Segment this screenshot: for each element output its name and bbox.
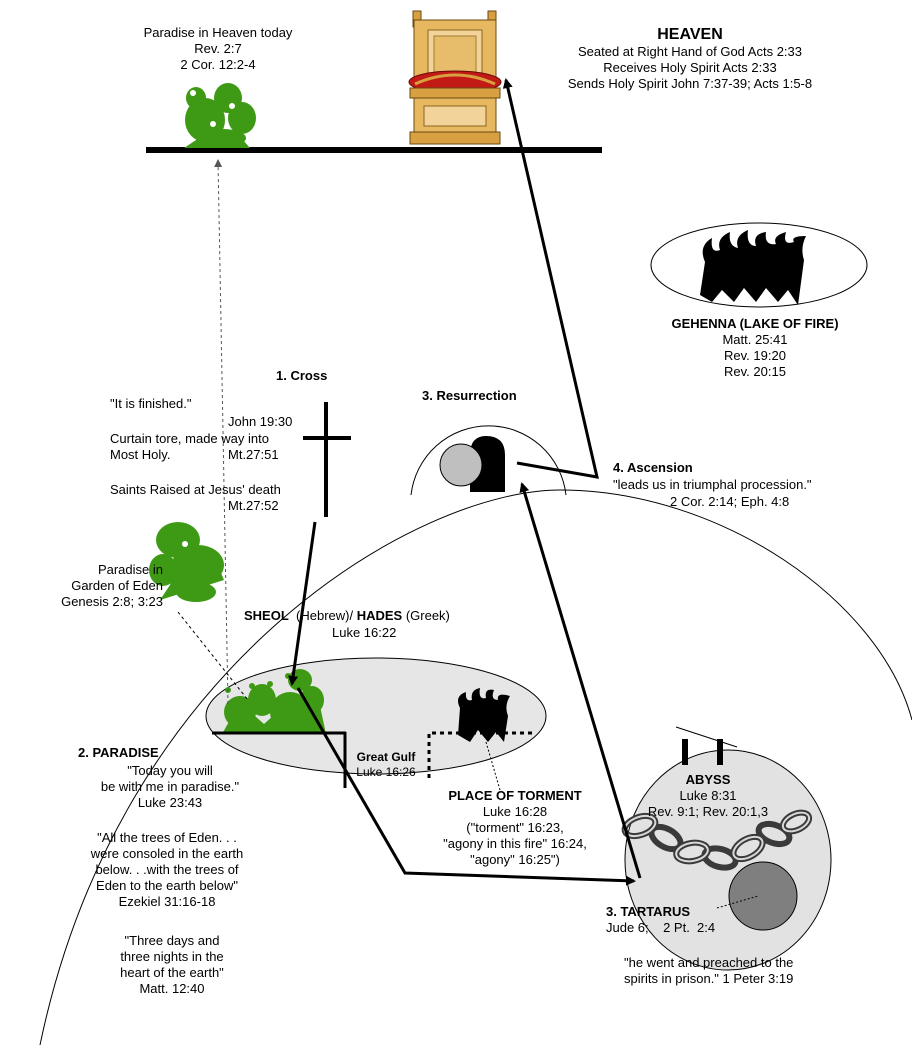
sheol-title: SHEOL (Hebrew)/ HADES (Greek) (244, 608, 450, 624)
arrow-resurrection-to-heaven (502, 78, 599, 479)
abyss-ref: Luke 8:31 (679, 788, 737, 803)
cross-finished: "It is finished." (110, 396, 192, 411)
eden-line: Garden of Eden (71, 578, 163, 593)
gehenna-title: GEHENNA (LAKE OF FIRE) (671, 316, 839, 331)
paradise-quote-line: Luke 23:43 (137, 795, 203, 810)
heaven-title: HEAVEN (657, 26, 723, 43)
hades-name: HADES (356, 608, 403, 623)
tree-icon-heaven (184, 83, 256, 148)
paradise-quote-line: "All the trees of Eden. . . (97, 830, 237, 845)
heaven-line: Receives Holy Spirit Acts 2:33 (603, 60, 777, 75)
cross-icon (303, 402, 351, 517)
great-gulf-label: Great Gulf Luke 16:26 (350, 750, 422, 780)
dashed-path-paradise-to-heaven (214, 159, 229, 705)
boulder-icon-tartarus (728, 861, 798, 931)
gehenna-ref: Matt. 25:41 (722, 332, 788, 347)
heaven-line: Seated at Right Hand of God Acts 2:33 (577, 44, 803, 59)
cross-curtain-line: Most Holy. (110, 447, 171, 462)
heaven-block: HEAVEN Seated at Right Hand of God Acts … (530, 26, 850, 92)
resurrection-title: 3. Resurrection (422, 388, 517, 403)
earth-arc (39, 489, 912, 1045)
paradise-heaven-line: Paradise in Heaven today (143, 25, 293, 40)
cross-john-ref: John 19:30 (228, 414, 293, 429)
sheol-greek: (Greek) (402, 608, 450, 623)
tartarus-refs: Jude 6; 2 Pt. 2:4 (606, 920, 716, 935)
pointer-tartarus (716, 895, 759, 909)
paradise-quote-line: were consoled in the earth (90, 846, 244, 861)
fire-icon-torment (458, 688, 510, 742)
great-gulf-ref: Luke 16:26 (356, 765, 416, 779)
gehenna-ref: Rev. 19:20 (724, 348, 786, 363)
paradise-heaven-line: Rev. 2:7 (194, 41, 242, 56)
throne-icon (408, 10, 502, 145)
abyss-post-right (717, 739, 723, 765)
torment-line: "agony in this fire" 16:24, (443, 836, 587, 851)
tartarus-quote: "he went and preached to the spirits in … (624, 955, 793, 987)
paradise-heaven-line: 2 Cor. 12:2-4 (180, 57, 256, 72)
gehenna-ref: Rev. 20:15 (724, 364, 786, 379)
eden-line: Paradise in (97, 562, 163, 577)
heaven-line: Sends Holy Spirit John 7:37-39; Acts 1:5… (567, 76, 813, 91)
paradise-quote-line: be with me in paradise." (100, 779, 240, 794)
tree-icon-paradise (222, 669, 326, 734)
tartarus-quote-line: "he went and preached to the (624, 955, 794, 970)
cross-curtain-ref: Mt.27:51 (228, 447, 279, 462)
boulder-icon-tomb (439, 443, 483, 487)
paradise-quote-line: Matt. 12:40 (139, 981, 205, 996)
cross-title: 1. Cross (276, 368, 328, 383)
tartarus-title: 3. TARTARUS (606, 904, 691, 919)
great-gulf-title: Great Gulf (356, 750, 416, 764)
torment-line: Luke 16:28 (482, 804, 548, 819)
paradise-quote-2: "All the trees of Eden. . . were console… (62, 830, 272, 910)
pointer-torment (485, 741, 501, 791)
paradise-quote-3: "Three days and three nights in the hear… (72, 933, 272, 997)
paradise-quote-line: Eden to the earth below" (96, 878, 238, 893)
cross-saints-ref: Mt.27:52 (228, 498, 279, 513)
tomb-dome (410, 425, 567, 496)
heaven-ground-line (146, 147, 602, 153)
tomb-icon (470, 436, 505, 492)
sheol-name: SHEOL (244, 608, 289, 623)
paradise-title: 2. PARADISE (78, 745, 159, 760)
abyss-title: ABYSS (685, 772, 731, 787)
paradise-quote-line: "Today you will (127, 763, 213, 778)
paradise-quote-1: "Today you will be with me in paradise."… (70, 763, 270, 811)
torment-line: ("torment" 16:23, (466, 820, 564, 835)
paradise-quote-line: below. . .with the trees of (95, 862, 239, 877)
abyss-post-left (682, 739, 688, 765)
paradise-heaven-label: Paradise in Heaven today Rev. 2:7 2 Cor.… (118, 25, 318, 73)
torment-block: PLACE OF TORMENT Luke 16:28 ("torment" 1… (420, 788, 610, 868)
arrow-paradise-to-tartarus (296, 687, 636, 886)
sheol-ref: Luke 16:22 (332, 625, 397, 640)
ascension-title: 4. Ascension (613, 460, 693, 475)
arrow-cross-to-paradise (288, 521, 317, 686)
chain-highlight (623, 811, 811, 863)
abyss-lid (675, 726, 738, 748)
tartarus-quote-line: spirits in prison." 1 Peter 3:19 (624, 971, 794, 986)
abyss-ref: Rev. 9:1; Rev. 20:1,3 (647, 804, 769, 819)
paradise-quote-line: heart of the earth" (120, 965, 224, 980)
paradise-quote-line: "Three days and (124, 933, 220, 948)
ascension-quote: "leads us in triumphal procession." (613, 477, 812, 492)
abyss-block: ABYSS Luke 8:31 Rev. 9:1; Rev. 20:1,3 (628, 772, 788, 820)
cross-curtain-line: Curtain tore, made way into (110, 431, 269, 446)
torment-line: "agony" 16:25") (470, 852, 560, 867)
torment-title: PLACE OF TORMENT (448, 788, 582, 803)
dashed-line-eden (177, 611, 249, 701)
arrow-tartarus-to-resurrection (519, 482, 642, 879)
cross-saints: Saints Raised at Jesus' death (110, 482, 281, 497)
ascension-refs: 2 Cor. 2:14; Eph. 4:8 (670, 494, 790, 509)
tree-icon-eden (147, 522, 224, 602)
paradise-quote-line: three nights in the (120, 949, 224, 964)
eden-label: Paradise in Garden of Eden Genesis 2:8; … (20, 562, 163, 610)
sheol-hebrew: (Hebrew)/ (288, 608, 357, 623)
paradise-quote-line: Ezekiel 31:16-18 (118, 894, 216, 909)
gehenna-block: GEHENNA (LAKE OF FIRE) Matt. 25:41 Rev. … (630, 316, 880, 380)
fire-icon-gehenna (700, 230, 806, 305)
eden-line: Genesis 2:8; 3:23 (61, 594, 163, 609)
